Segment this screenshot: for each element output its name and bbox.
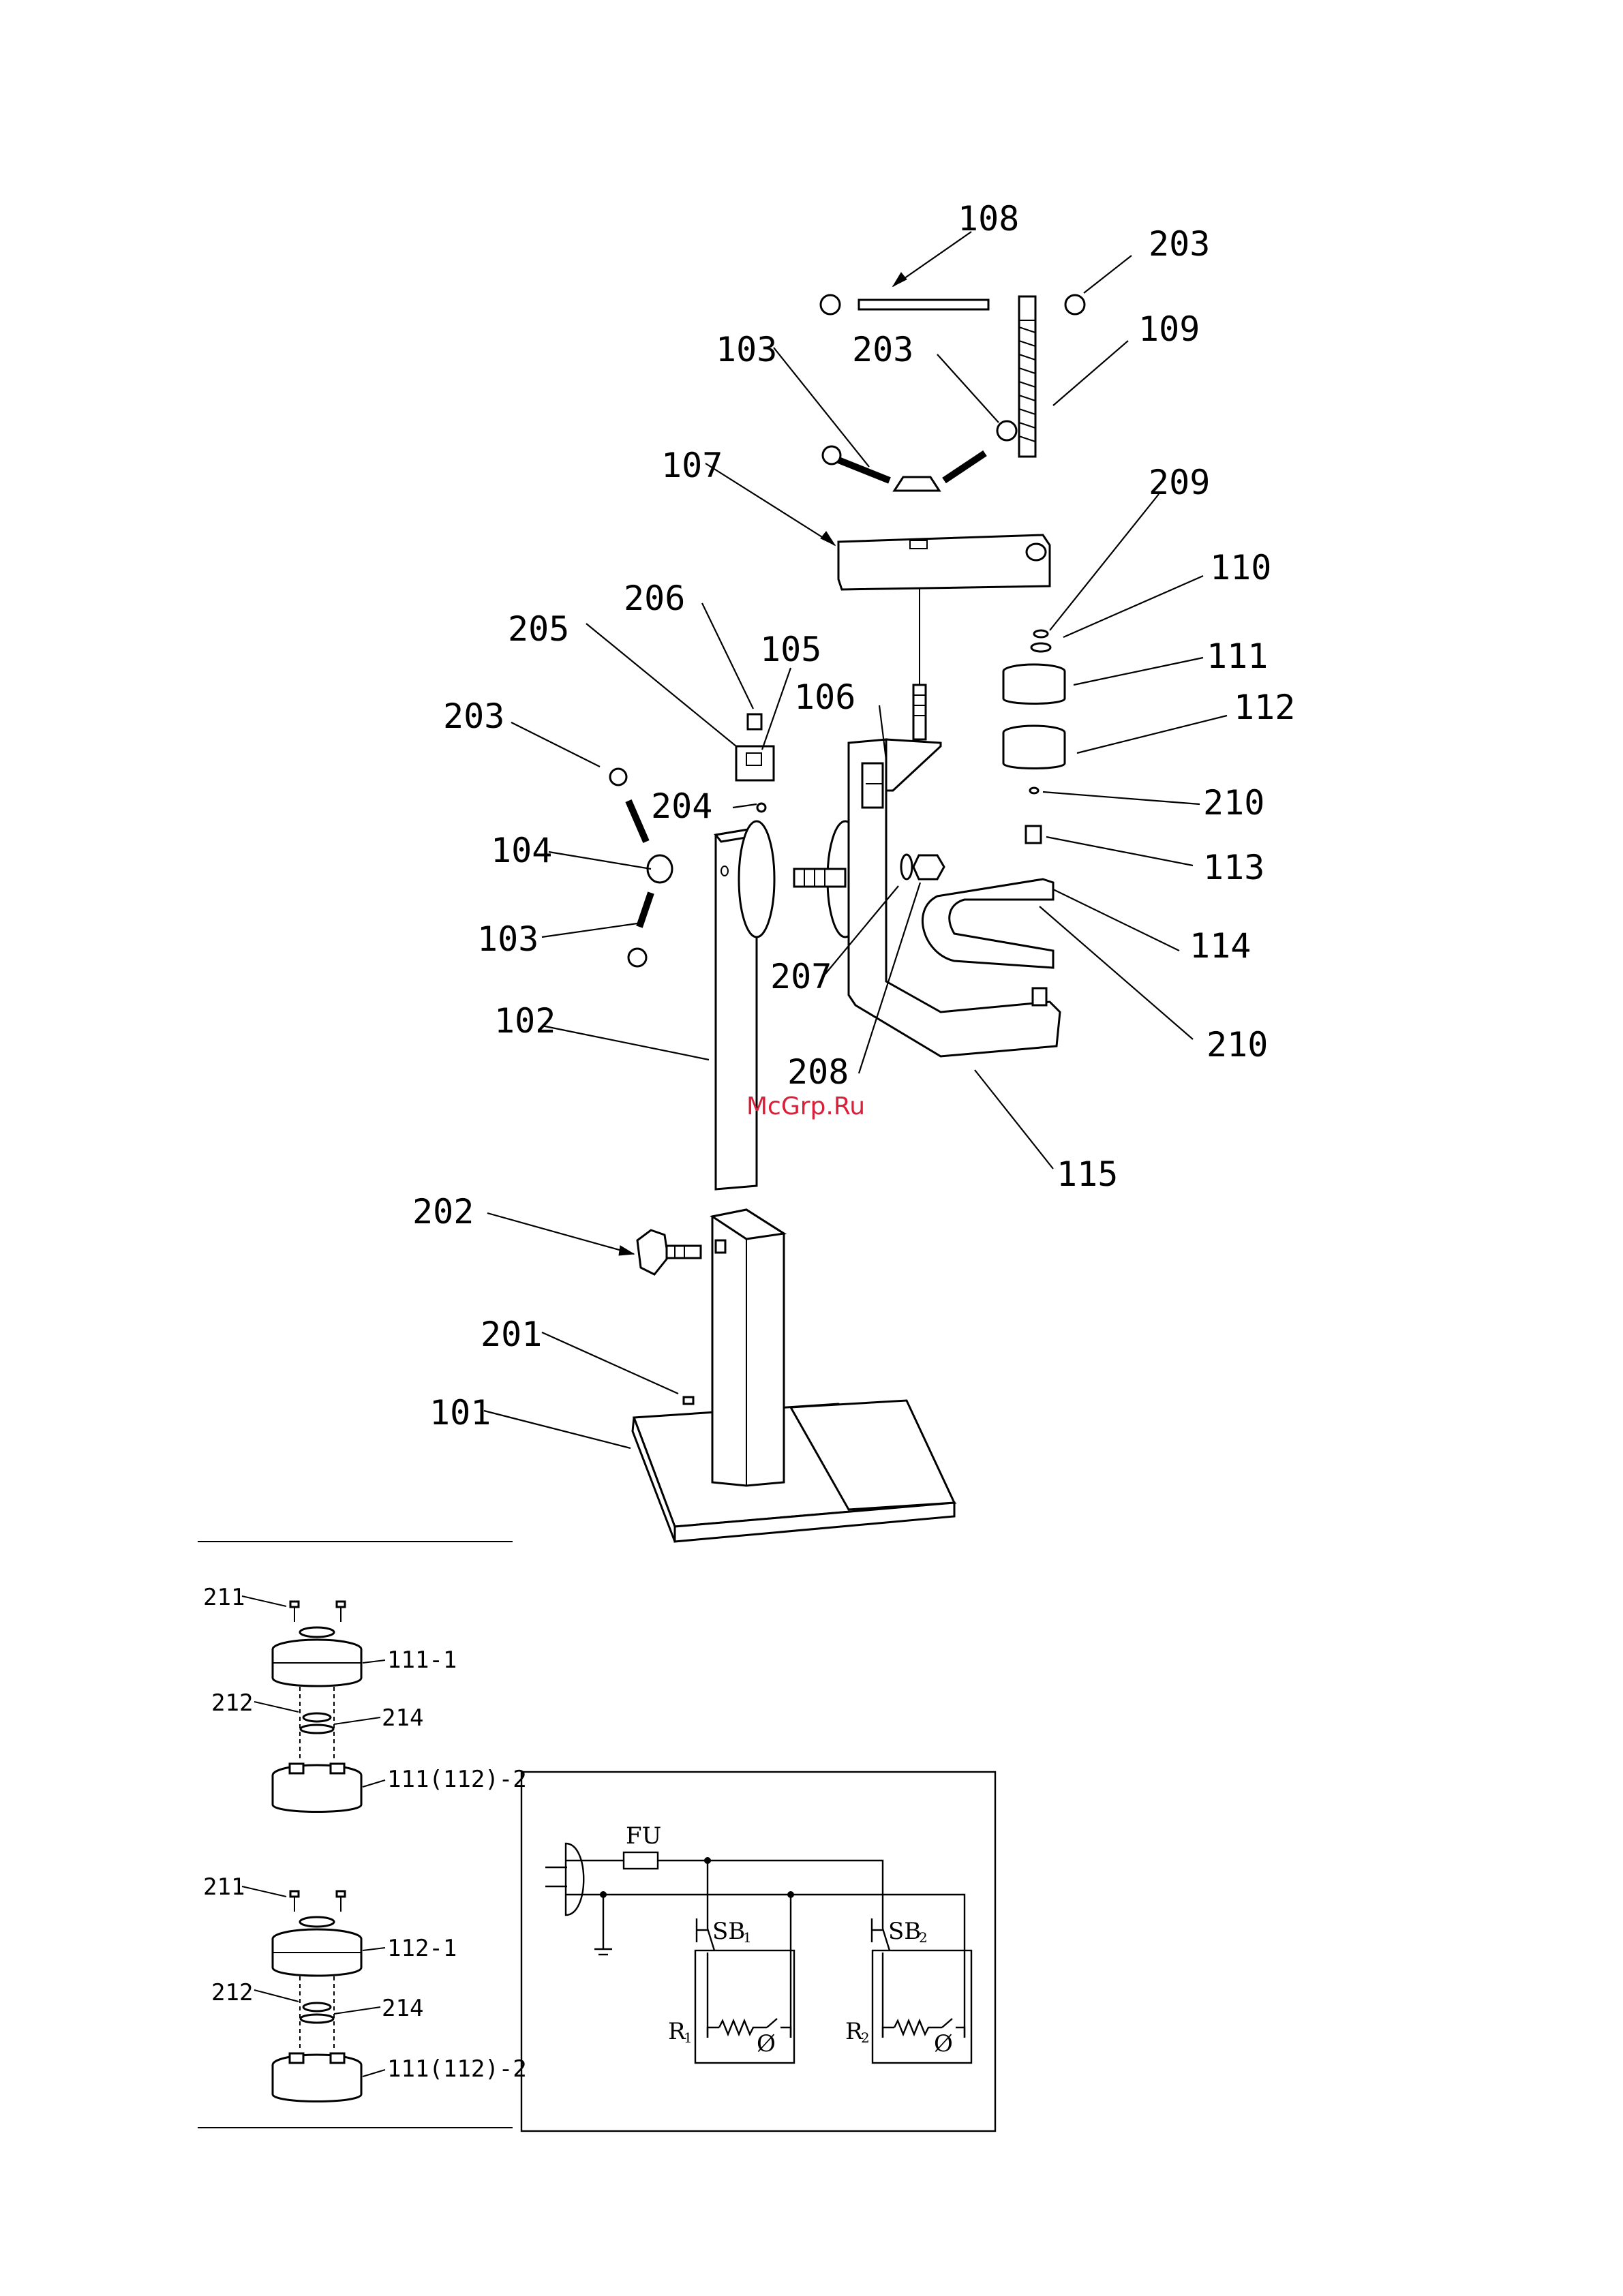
callout-207: 207 <box>770 957 832 996</box>
part-nut-208 <box>901 855 944 879</box>
callout-208: 208 <box>787 1052 849 1092</box>
label-r2-sub: 2 <box>861 2030 870 2046</box>
detail-assembly-112: 211 112-1 212 214 111(112)-2 <box>203 1873 527 2102</box>
callout-106: 106 <box>794 677 855 717</box>
detail-assembly-111: 211 111-1 212 214 111(112)-2 <box>203 1584 527 1812</box>
detail2-label-211: 211 <box>203 1873 245 1901</box>
part-arm-107 <box>838 535 1050 590</box>
label-sb1-sub: 1 <box>743 1929 752 1946</box>
callout-102: 102 <box>494 1001 556 1041</box>
callout-105: 105 <box>760 630 821 669</box>
callout-113: 113 <box>1203 848 1264 887</box>
detail1-label-212: 212 <box>211 1689 253 1717</box>
part-bar-108 <box>821 295 988 314</box>
heater-r2 <box>873 1950 971 2063</box>
detail2-label-top: 112-1 <box>387 1935 457 1962</box>
callout-103-top: 103 <box>716 330 777 369</box>
callout-205: 205 <box>508 609 569 649</box>
callout-114: 114 <box>1189 926 1251 966</box>
ground-icon <box>594 1895 612 1955</box>
heater-r1 <box>695 1950 794 2063</box>
main-assembly: 108 203 109 103 203 107 209 110 111 112 … <box>412 199 1295 1542</box>
label-sb2: SB <box>888 1918 921 1945</box>
callout-203-left: 203 <box>443 697 504 736</box>
callout-107: 107 <box>661 446 723 485</box>
part-plate-105 <box>736 714 774 812</box>
part-screw-109 <box>1019 295 1084 457</box>
callout-115: 115 <box>1057 1154 1118 1194</box>
callout-203-top: 203 <box>1149 224 1210 264</box>
callout-204: 204 <box>651 786 712 826</box>
part-knob-202 <box>637 1230 701 1274</box>
callout-112: 112 <box>1234 688 1295 727</box>
callout-202: 202 <box>412 1192 474 1231</box>
callout-209: 209 <box>1149 463 1210 502</box>
switch-sb2 <box>872 1918 890 2038</box>
label-sb1: SB <box>712 1918 745 1945</box>
detail2-label-214: 214 <box>382 1995 423 2022</box>
detail1-label-211: 211 <box>203 1584 245 1611</box>
callout-110: 110 <box>1210 548 1271 587</box>
part-screw-201 <box>684 1397 693 1404</box>
fuse-symbol <box>624 1852 658 1869</box>
label-sb2-sub: 2 <box>919 1929 928 1946</box>
label-fuse: FU <box>626 1822 661 1850</box>
watermark: McGrp.Ru <box>746 1092 865 1120</box>
thermostat-symbol-1: Ø <box>757 2030 776 2057</box>
detail2-label-212: 212 <box>211 1979 253 2006</box>
callout-210-lower: 210 <box>1207 1025 1268 1065</box>
part-lower-column <box>712 1210 784 1486</box>
callout-101: 101 <box>429 1393 491 1433</box>
part-base-101 <box>633 1400 954 1542</box>
part-heat-pad-stack <box>1003 630 1065 843</box>
detail1-label-bottom: 111(112)-2 <box>387 1766 527 1793</box>
part-disc-207 <box>739 821 863 937</box>
callout-201: 201 <box>481 1315 542 1354</box>
power-plug-icon <box>545 1843 583 1915</box>
callout-111: 111 <box>1207 637 1268 676</box>
callout-206: 206 <box>624 579 685 618</box>
callout-108: 108 <box>958 199 1019 239</box>
detail1-label-214: 214 <box>382 1704 423 1732</box>
callout-210-upper: 210 <box>1203 783 1264 823</box>
part-rod-106 <box>913 586 926 739</box>
thermostat-symbol-2: Ø <box>934 2030 953 2057</box>
callout-104: 104 <box>491 831 552 870</box>
wiring-diagram: FU SB 1 SB 2 R 1 R 2 Ø Ø <box>521 1772 995 2131</box>
circuit-frame <box>521 1772 995 2131</box>
callout-109: 109 <box>1138 309 1200 349</box>
detail1-label-top: 111-1 <box>387 1647 457 1674</box>
part-bracket-114 <box>922 879 1053 968</box>
detail2-label-bottom: 111(112)-2 <box>387 2055 527 2083</box>
callout-103-left: 103 <box>477 919 539 959</box>
part-top-hub <box>823 421 1016 491</box>
callout-203-mid: 203 <box>852 330 913 369</box>
label-r1-sub: 1 <box>684 2030 693 2046</box>
